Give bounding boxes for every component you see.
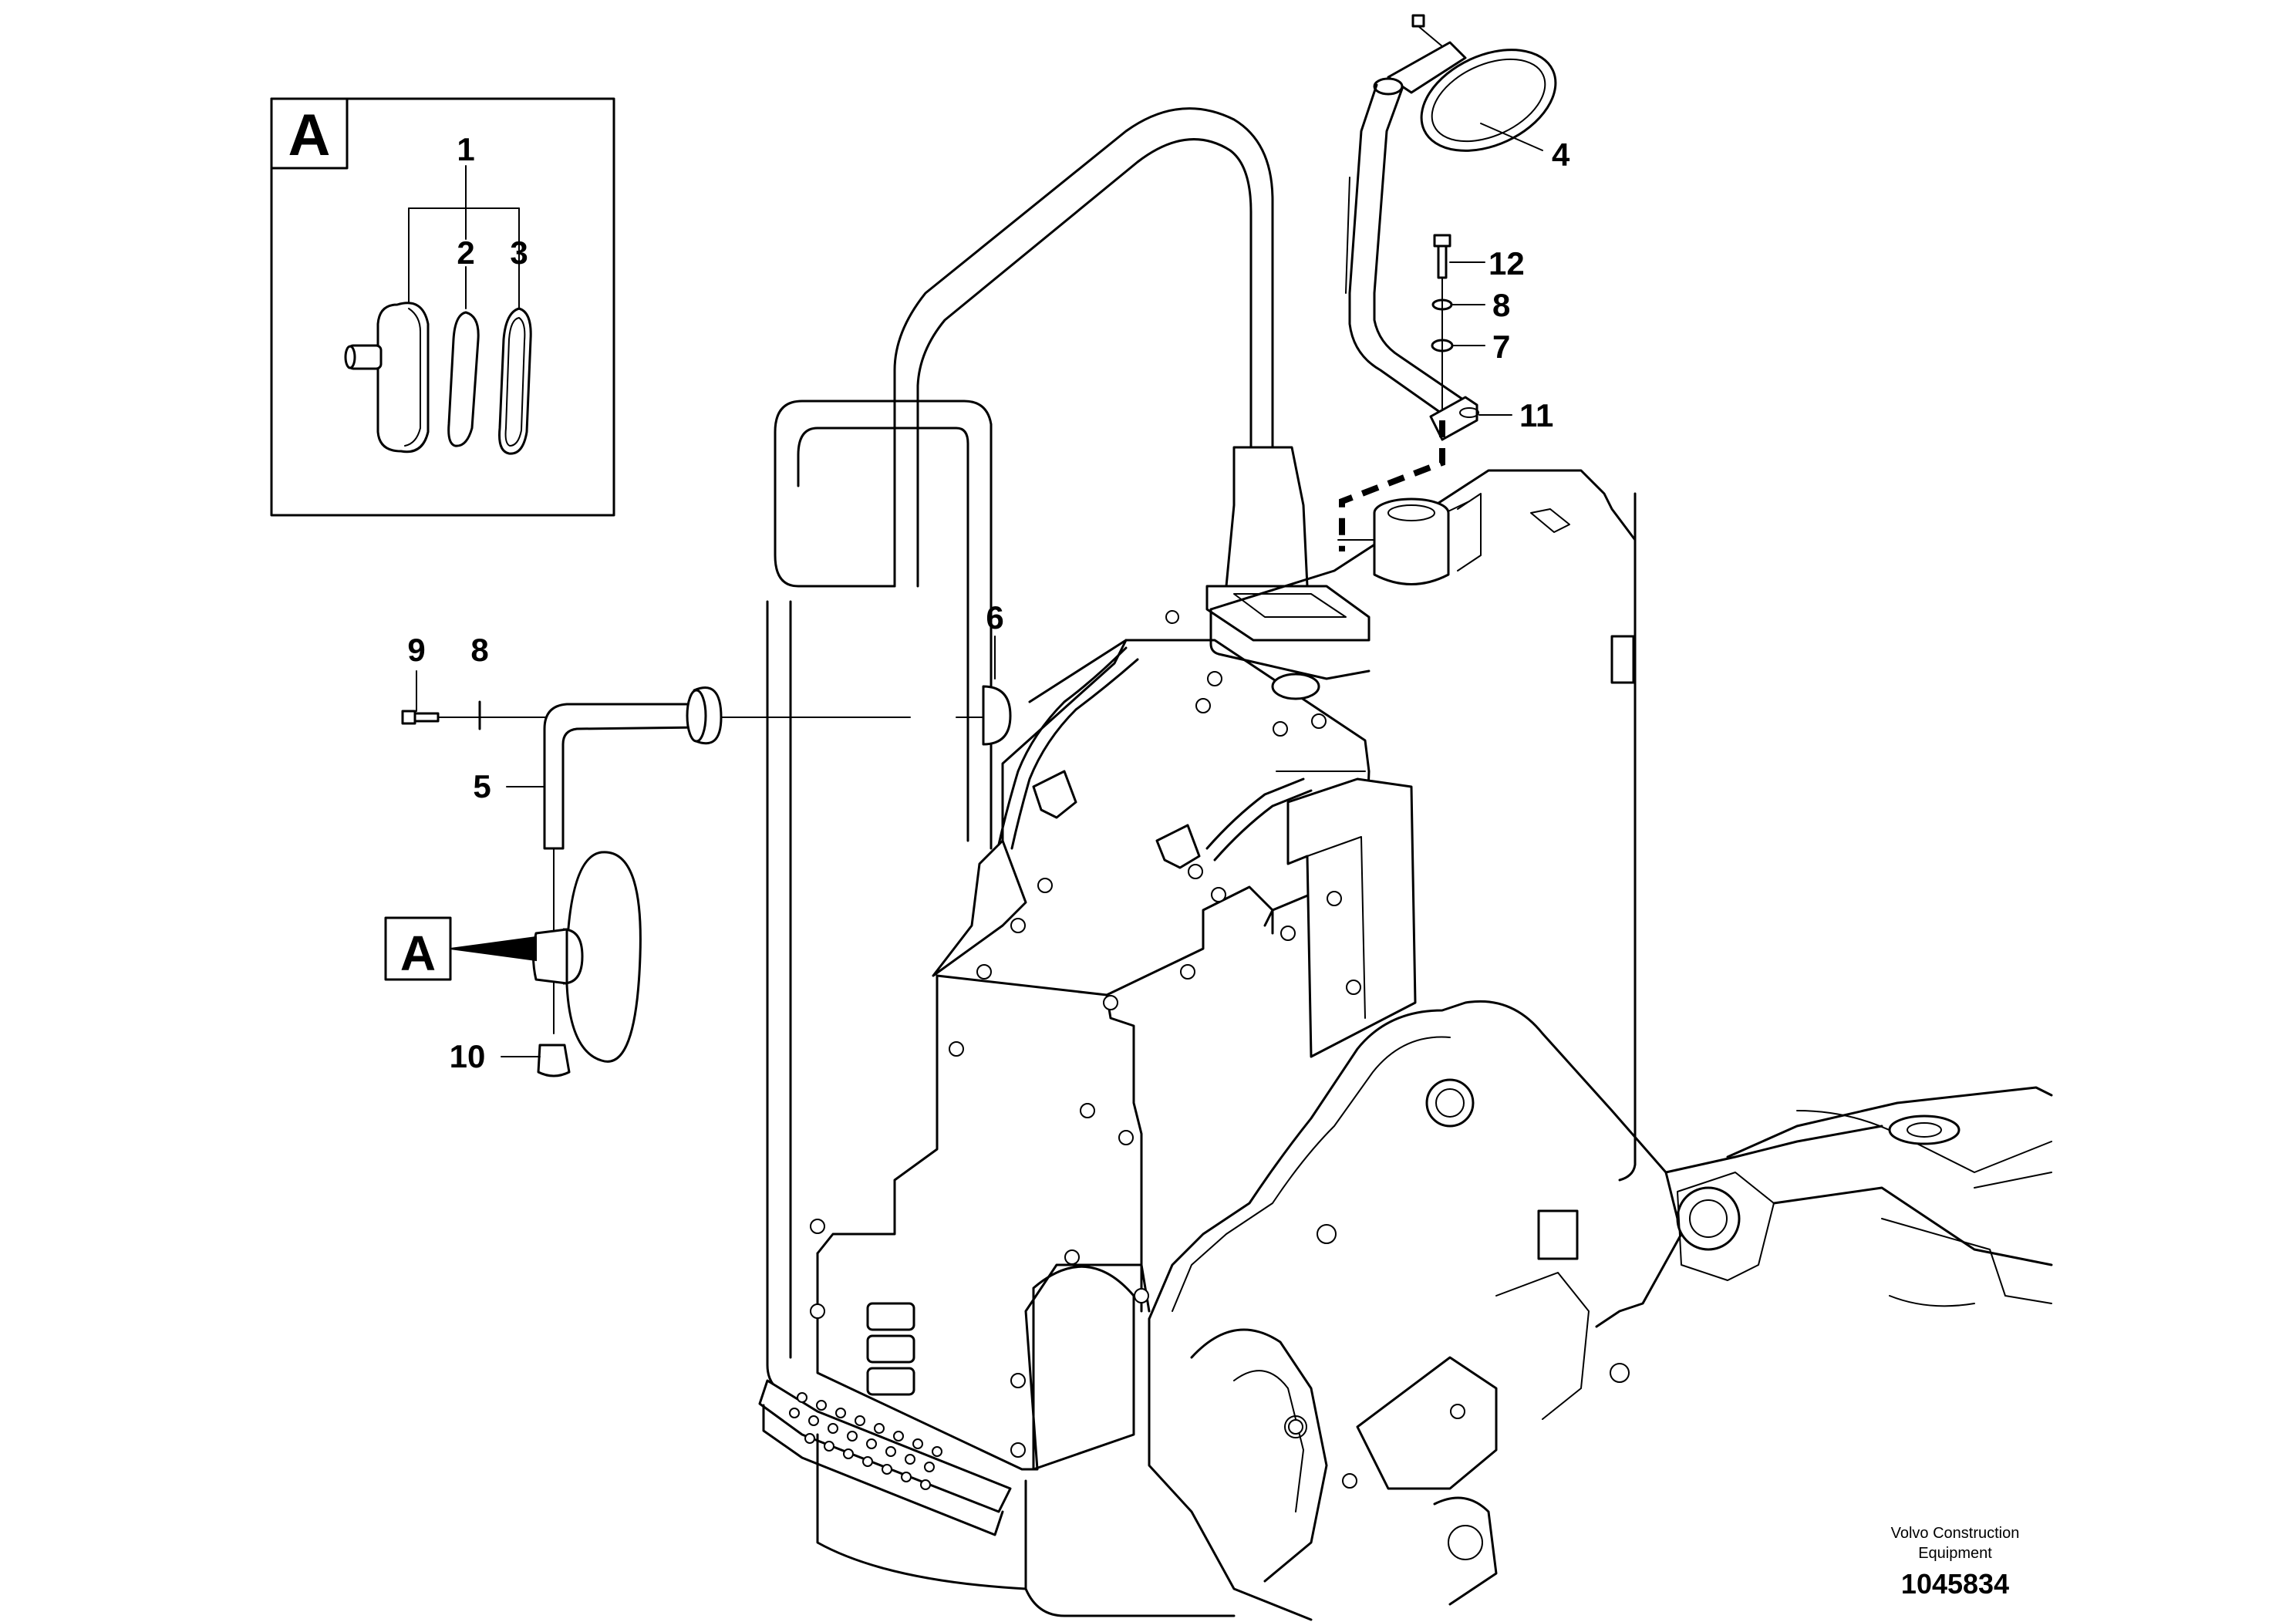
callout-8-top: 8: [1492, 287, 1510, 323]
drawing-number: 1045834: [1901, 1568, 2009, 1600]
credit-line-1: Volvo Construction: [1891, 1525, 2020, 1542]
credit-line-2: Equipment: [1918, 1545, 1992, 1562]
mirror-glass-part: [447, 311, 480, 447]
callout-6: 6: [986, 599, 1003, 636]
detail-leaders: [408, 165, 520, 309]
top-mirror-assembly: [1339, 14, 1557, 551]
callout-10: 10: [450, 1038, 486, 1074]
detail-ref-letter: A: [400, 926, 436, 981]
callout-11: 11: [1519, 397, 1553, 433]
callout-5: 5: [473, 768, 491, 804]
callout-8-side: 8: [470, 632, 488, 668]
callout-4: 4: [1552, 137, 1570, 173]
filler-cap: [1373, 493, 1482, 585]
machine-body: [758, 107, 2053, 1621]
callout-9: 9: [407, 632, 425, 668]
mirror-gasket-part: [498, 307, 532, 455]
callout-1: 1: [457, 131, 474, 167]
side-mirror-assembly: [384, 636, 1012, 1077]
callout-3: 3: [510, 234, 528, 271]
callout-2: 2: [457, 234, 474, 271]
step-plate: [758, 1379, 1012, 1536]
detail-a-box: A 1 2 3: [270, 97, 615, 517]
callout-12: 12: [1489, 245, 1525, 282]
detail-a-letter: A: [288, 103, 331, 168]
callout-7: 7: [1492, 329, 1510, 365]
mirror-head-part: [344, 302, 430, 454]
